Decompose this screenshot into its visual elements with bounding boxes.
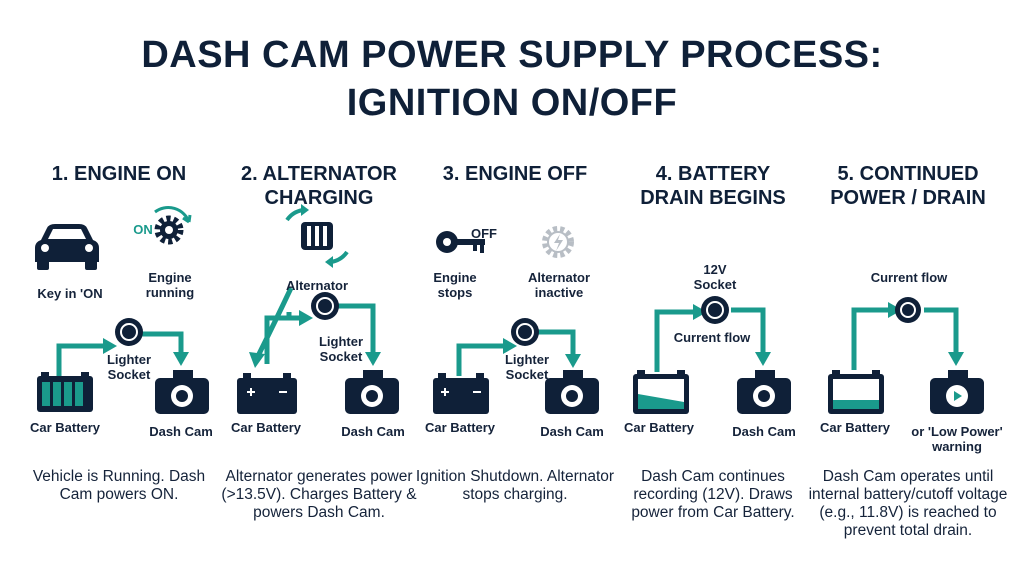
dash-cam-icon <box>155 370 209 414</box>
battery-label: Car Battery <box>819 420 891 435</box>
battery-icon <box>37 372 93 412</box>
step-3-diagram <box>433 226 599 414</box>
battery-icon <box>633 370 689 414</box>
dash-cam-label: Dash Cam <box>149 424 213 439</box>
step-2-diagram <box>237 204 399 414</box>
flow-arrow <box>56 343 105 378</box>
step-description: Dash Cam operates until internal battery… <box>808 468 1008 539</box>
alternator-label: Alternator <box>285 278 349 293</box>
step-title: 1. ENGINE ON <box>51 163 187 185</box>
dash-cam-icon <box>345 370 399 414</box>
key-label: Key in 'ON <box>37 286 103 301</box>
step-description: Ignition Shutdown. Alternator stops char… <box>415 468 615 503</box>
socket-icon <box>511 318 539 346</box>
step-1-engine-on: 1. ENGINE ON Key in 'O <box>17 162 221 562</box>
step-1-diagram <box>35 206 209 414</box>
battery-icon <box>828 370 884 414</box>
dash-cam-label: Dash Cam <box>540 424 604 439</box>
socket-icon <box>895 297 921 323</box>
battery-label: Car Battery <box>424 420 496 435</box>
charge-arrow <box>254 286 294 360</box>
car-icon <box>35 224 99 270</box>
dash-cam-icon <box>545 370 599 414</box>
step-description: Vehicle is Running. Dash Cam powers ON. <box>32 468 206 503</box>
dash-cam-icon <box>737 370 791 414</box>
step-description: Dash Cam continues recording (12V). Draw… <box>631 468 795 521</box>
flow-arrow <box>851 307 890 370</box>
socket-icon <box>311 292 339 320</box>
alternator-icon <box>285 204 349 268</box>
battery-icon <box>433 373 489 414</box>
low-power-warning-label: or 'Low Power'warning <box>911 424 1003 454</box>
current-flow-label: Current flow <box>673 330 751 345</box>
flow-arrow <box>731 307 766 354</box>
flow-arrow <box>456 343 505 376</box>
flow-arrow <box>924 307 959 354</box>
page-title-line-2: IGNITION ON/OFF <box>346 82 678 124</box>
socket-icon <box>115 318 143 346</box>
flow-arrow <box>654 309 695 372</box>
battery-label: Car Battery <box>623 420 695 435</box>
battery-icon <box>237 373 297 414</box>
gear-icon <box>542 226 574 258</box>
step-4-diagram <box>633 296 791 414</box>
battery-label: Car Battery <box>230 420 302 435</box>
socket-icon <box>701 296 729 324</box>
current-flow-label: Current flow <box>870 270 948 285</box>
step-description: Alternator generates power (>13.5V). Cha… <box>221 468 417 521</box>
dash-cam-label: Dash Cam <box>341 424 405 439</box>
step-title: 3. ENGINE OFF <box>442 163 588 185</box>
dash-cam-label: Dash Cam <box>732 424 796 439</box>
off-label: OFF <box>471 226 497 241</box>
flow-arrow <box>139 331 184 354</box>
flow-arrow <box>537 329 576 356</box>
on-label: ON <box>133 222 153 237</box>
page-title-line-1: DASH CAM POWER SUPPLY PROCESS: <box>141 34 883 76</box>
dash-cam-icon <box>930 370 984 414</box>
key-icon <box>436 231 485 253</box>
gear-icon <box>154 206 192 245</box>
step-5-diagram <box>828 297 984 414</box>
battery-label: Car Battery <box>29 420 101 435</box>
